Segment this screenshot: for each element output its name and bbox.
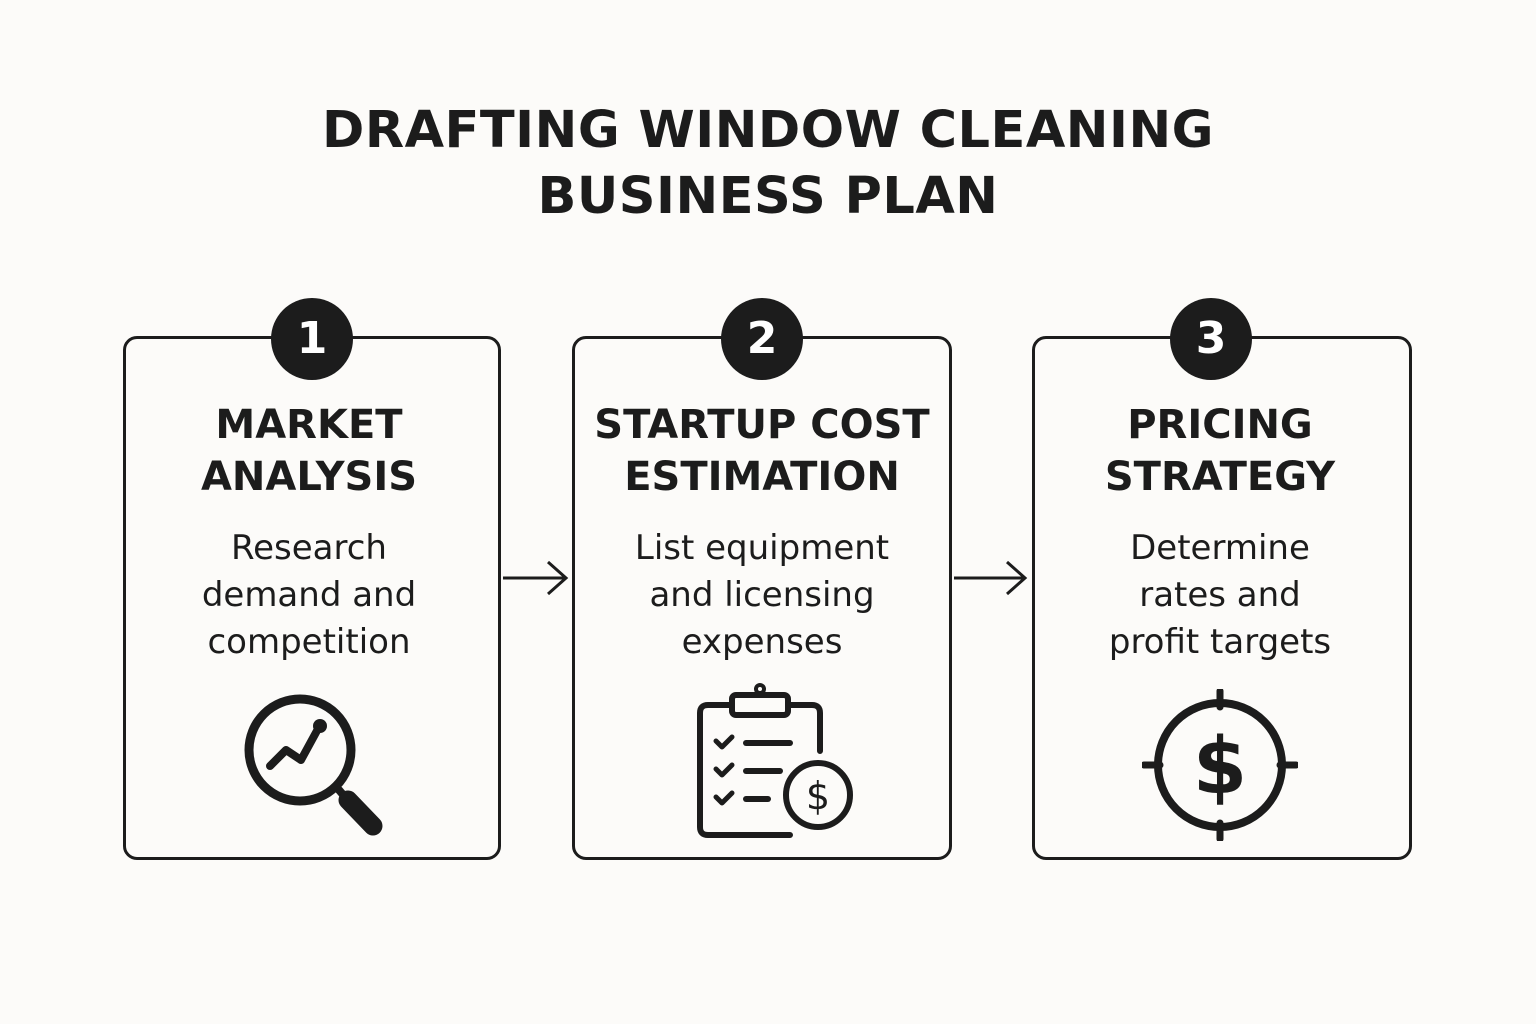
step-title-line: MARKET bbox=[215, 402, 403, 448]
step-description-line: Determine bbox=[1130, 528, 1310, 568]
step-description-line: rates and bbox=[1139, 575, 1301, 615]
target-dollar-sign: $ bbox=[1193, 722, 1247, 812]
step-description: List equipment and licensing expenses bbox=[575, 525, 949, 666]
step-description-line: profit targets bbox=[1108, 622, 1332, 662]
coin-dollar-sign: $ bbox=[806, 774, 830, 818]
step-card-startup-cost-estimation: 2 STARTUP COST ESTIMATION List equipment… bbox=[572, 298, 952, 860]
magnifier-chart-icon bbox=[244, 694, 383, 836]
step-number-badge: 3 bbox=[1170, 298, 1252, 380]
diagram-title-line-1: DRAFTING WINDOW CLEANING bbox=[321, 101, 1215, 160]
step-description: Research demand and competition bbox=[120, 525, 498, 666]
step-description-line: Research bbox=[231, 528, 387, 568]
step-description-line: competition bbox=[207, 622, 411, 662]
step-number-badge: 1 bbox=[271, 298, 353, 380]
arrow-right-icon bbox=[503, 560, 569, 596]
step-title: PRICING STRATEGY bbox=[1031, 399, 1409, 503]
step-description-line: expenses bbox=[681, 622, 843, 662]
dollar-target-icon: $ bbox=[1142, 689, 1298, 841]
step-title-line: PRICING bbox=[1127, 402, 1313, 448]
step-number-badge: 2 bbox=[721, 298, 803, 380]
step-title-line: STARTUP COST bbox=[594, 402, 930, 448]
step-card-pricing-strategy: 3 PRICING STRATEGY Determine rates and p… bbox=[1031, 298, 1412, 860]
step-title-line: STRATEGY bbox=[1104, 454, 1336, 500]
step-description-line: demand and bbox=[201, 575, 417, 615]
step-description-line: and licensing bbox=[649, 575, 875, 615]
step-title-line: ESTIMATION bbox=[624, 454, 900, 500]
diagram-title-line-2: BUSINESS PLAN bbox=[537, 167, 999, 226]
step-title: STARTUP COST ESTIMATION bbox=[575, 399, 949, 503]
step-title-line: ANALYSIS bbox=[200, 454, 418, 500]
step-title: MARKET ANALYSIS bbox=[120, 399, 498, 503]
step-description: Determine rates and profit targets bbox=[1031, 525, 1409, 666]
step-card-market-analysis: 1 MARKET ANALYSIS Research demand and co… bbox=[120, 298, 501, 860]
clipboard-dollar-icon: $ bbox=[697, 683, 853, 838]
step-description-line: List equipment bbox=[634, 528, 890, 568]
diagram-title: DRAFTING WINDOW CLEANING BUSINESS PLAN bbox=[0, 98, 1536, 230]
arrow-right-icon bbox=[954, 560, 1028, 596]
